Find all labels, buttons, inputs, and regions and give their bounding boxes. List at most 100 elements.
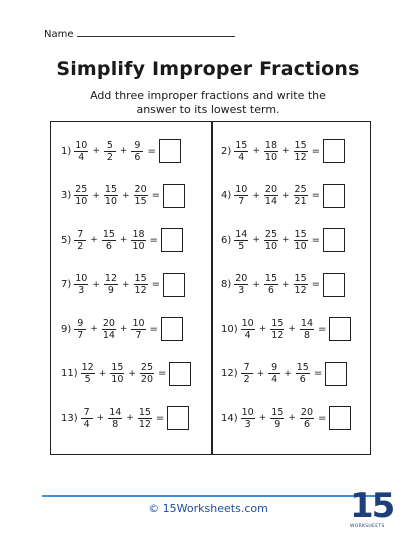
denominator: 10 [264,240,277,252]
problem-number: 5) [61,234,72,246]
plus-sign: + [122,190,130,201]
fraction-bar [74,284,89,285]
numerator: 25 [294,184,307,195]
denominator: 4 [83,418,90,430]
denominator: 6 [299,374,306,385]
answer-box[interactable] [163,272,186,297]
plus-sign: + [119,235,128,245]
equals-sign: = [311,145,321,157]
numerator: 15 [134,273,147,284]
answer-box[interactable] [323,228,346,252]
denominator: 8 [303,329,310,341]
numerator: 9 [271,362,278,373]
fraction-bar [234,150,249,152]
equals-sign: = [151,279,161,290]
equals-sign: = [318,323,327,335]
answer-box[interactable] [329,317,352,341]
fraction-bar [234,284,249,285]
fraction-bar [299,417,315,419]
fraction-bar [234,239,249,241]
answer-box[interactable] [167,406,190,430]
answer-box[interactable] [160,317,183,341]
answer-box[interactable] [323,183,346,208]
problem-number: 12) [221,368,238,379]
denominator: 5 [238,240,245,252]
numerator: 14 [109,406,122,418]
numerator: 15 [294,228,307,240]
fraction-bar [103,284,118,285]
plus-sign: + [96,413,105,423]
denominator: 5 [84,374,91,385]
numerator: 7 [77,228,84,240]
equals-sign: = [155,412,165,424]
plus-sign: + [282,146,290,156]
problem-number: 1) [61,145,72,157]
fraction-bar [103,150,116,152]
denominator: 10 [294,240,307,252]
problem-number: 8) [221,279,232,290]
plus-sign: + [98,368,107,379]
numerator: 7 [243,362,250,373]
answer-box[interactable] [323,139,346,163]
problem-number: 3) [61,190,72,201]
numerator: 10 [132,317,145,329]
name-line[interactable] [76,27,235,37]
denominator: 6 [303,418,310,430]
numerator: 25 [140,362,154,373]
denominator: 4 [244,329,251,341]
page-title: Simplify Improper Fractions [56,58,360,80]
logo-word: WORKSHEETS [350,524,385,529]
numerator: 10 [75,139,88,151]
answer-box[interactable] [158,139,181,163]
fraction-bar [103,195,118,196]
answer-box[interactable] [163,183,186,208]
fraction-bar [131,239,146,241]
answer-box[interactable] [323,272,346,297]
denominator: 10 [264,151,277,163]
fraction-bar [101,328,116,330]
numerator: 15 [111,362,124,373]
problem-number: 6) [221,234,232,246]
denominator: 9 [274,418,281,430]
plus-sign: + [92,279,100,290]
problem-number: 10) [221,323,238,335]
numerator: 9 [134,139,141,151]
numerator: 15 [271,317,284,329]
fraction-bar [74,239,87,241]
fraction-bar [270,328,285,330]
answer-box[interactable] [169,361,192,386]
denominator: 9 [107,285,114,296]
answer-box[interactable] [329,406,352,430]
denominator: 6 [105,240,112,252]
problem-number: 14) [221,412,238,424]
denominator: 8 [112,418,119,430]
answer-box[interactable] [160,228,183,252]
answer-box[interactable] [325,361,348,386]
numerator: 25 [264,228,277,240]
footer-copyright[interactable]: © 15Worksheets.com [148,502,268,515]
denominator: 2 [77,240,84,252]
name-row: Name [44,27,235,40]
fraction-bar [270,417,285,419]
equals-sign: = [311,279,321,290]
fraction-bar [133,195,148,196]
